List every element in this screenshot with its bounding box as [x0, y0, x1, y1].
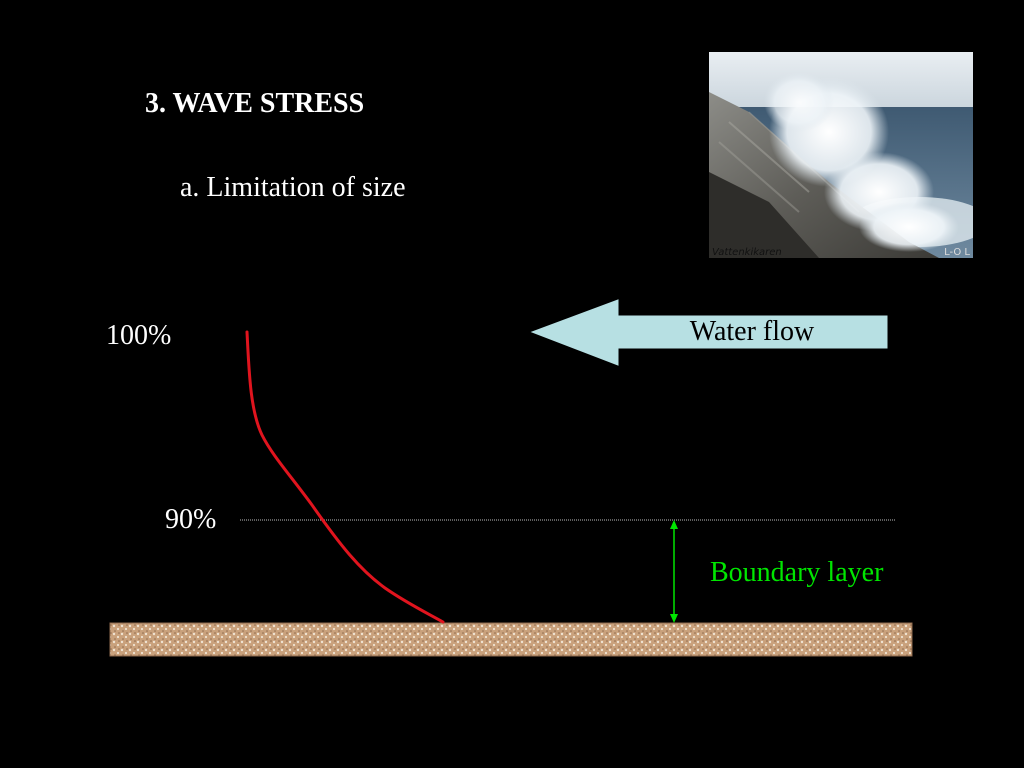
label-90-percent: 90%: [165, 504, 217, 535]
water-flow-arrow: [530, 299, 888, 366]
photo-watermark: L-O L: [944, 247, 970, 258]
photo-caption: Vattenkikaren: [712, 247, 782, 258]
substrate-surface: [109, 622, 913, 657]
boundary-layer-label: Boundary layer: [710, 557, 884, 588]
label-100-percent: 100%: [106, 320, 172, 351]
velocity-profile-curve: [245, 330, 445, 624]
slide-title: 3. WAVE STRESS: [145, 88, 365, 119]
wave-photo: Vattenkikaren L-O L: [709, 52, 973, 258]
wave-photo-image: Vattenkikaren L-O L: [709, 52, 973, 258]
boundary-layer-arrow: [670, 520, 678, 623]
water-flow-label: Water flow: [689, 316, 815, 347]
slide-subtitle: a. Limitation of size: [180, 172, 406, 203]
